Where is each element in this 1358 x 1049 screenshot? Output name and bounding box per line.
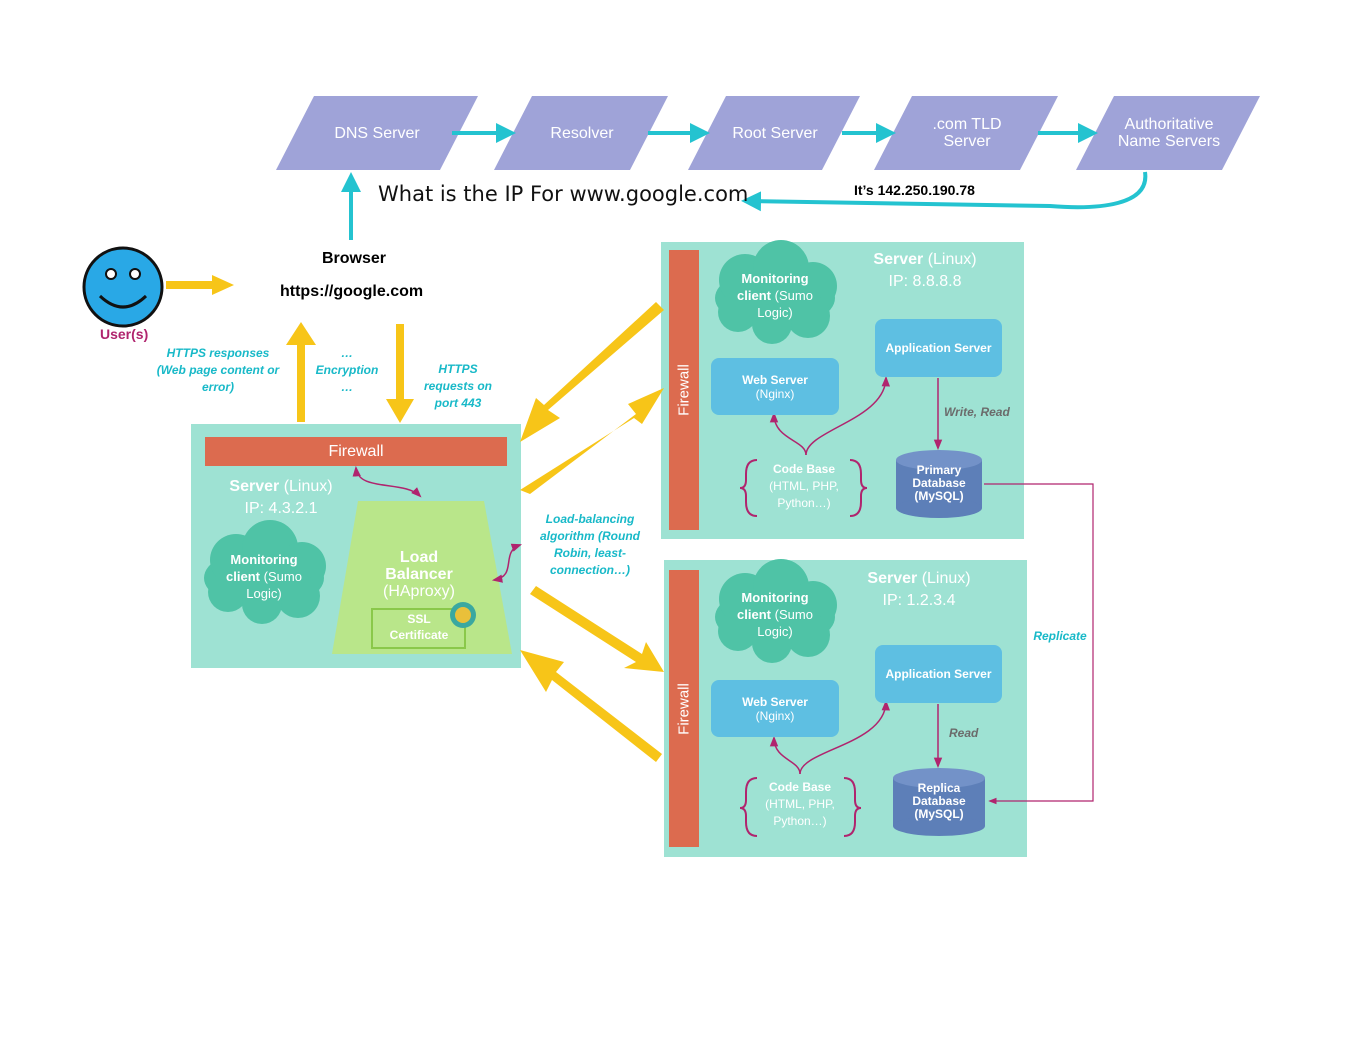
encryption-ellipsis-top: … — [341, 346, 353, 360]
lb-label-line1: Load — [399, 549, 439, 566]
replicate-note: Replicate — [1033, 629, 1087, 643]
server-bottom-app-server: Application Server — [875, 645, 1002, 703]
encryption-note: … Encryption … — [310, 345, 384, 396]
server-top-name: Server — [873, 251, 924, 268]
traffic-arrows — [166, 275, 664, 762]
server-bottom-os: (Linux) — [921, 570, 971, 587]
https-requests-note: HTTPS requests on port 443 — [423, 362, 492, 410]
dns-server-node — [276, 96, 478, 170]
browser-title: Browser — [322, 250, 387, 267]
tld-server-label: .com TLD Server — [932, 116, 1002, 150]
server-bottom-name: Server — [867, 570, 918, 587]
server-top-os: (Linux) — [927, 251, 977, 268]
encryption-label: Encryption — [315, 363, 379, 377]
lb-server-name: Server — [229, 478, 280, 495]
encryption-ellipsis-bottom: … — [341, 380, 353, 394]
server-bottom-code-braces — [739, 777, 862, 837]
load-balancer-label: Load Balancer (HAproxy) — [360, 549, 478, 600]
lb-algorithm-note: Load-balancing algorithm (Round Robin, l… — [540, 512, 640, 577]
replica-database-shape — [893, 768, 985, 836]
lb-label-line2: Balancer — [385, 566, 453, 583]
dns-query-text: What is the IP For www.google.com — [378, 182, 749, 206]
server-top-web-server: Web Server(Nginx) — [711, 358, 839, 415]
server-bottom-web-line2: (Nginx) — [755, 708, 795, 723]
dns-chain-arrows — [341, 123, 1148, 240]
lb-monitoring-bold: Monitoring client — [226, 552, 298, 584]
ssl-badge-icon — [450, 602, 476, 628]
browser-url: https://google.com — [280, 283, 424, 300]
resolver-label: Resolver — [550, 124, 614, 142]
server-bottom-code-title: Code Base — [768, 780, 832, 794]
server-bottom-firewall: Firewall — [669, 570, 699, 847]
authoritative-label: Authoritative Name Servers — [1117, 116, 1221, 150]
server-top-firewall: Firewall — [669, 250, 699, 530]
server-top-app-server: Application Server — [875, 319, 1002, 377]
server-top-monitoring-text: Monitoring client (Sumo Logic) — [725, 270, 825, 321]
server-top-title: Server (Linux) IP: 8.8.8.8 — [852, 249, 998, 293]
server-top-cloud — [715, 240, 837, 344]
server-bottom-monitoring-text: Monitoring client (Sumo Logic) — [725, 589, 825, 640]
dns-answer-text: It’s 142.250.190.78 — [854, 182, 975, 198]
server-bottom-db-ops: Read — [949, 726, 979, 740]
server-top-db-ops: Write, Read — [944, 405, 1010, 419]
primary-database-shape — [896, 450, 982, 518]
resolver-node — [494, 96, 668, 170]
server-bottom-code-base: Code Base (HTML, PHP, Python…) — [758, 779, 842, 830]
server-bottom-ip: IP: 1.2.3.4 — [882, 592, 956, 609]
tld-server-node — [874, 96, 1058, 170]
root-server-label: Root Server — [732, 124, 818, 142]
server-bottom-monitoring-rest: (Sumo Logic) — [757, 607, 813, 639]
server-top-code-langs: (HTML, PHP, Python…) — [769, 479, 839, 510]
lb-label-line3: (HAproxy) — [382, 583, 455, 600]
lb-cloud — [204, 520, 326, 624]
lb-firewall: Firewall — [205, 437, 507, 466]
server-bottom-web-server: Web Server(Nginx) — [711, 680, 839, 737]
server-top-web-line2: (Nginx) — [755, 386, 795, 401]
https-responses-note: HTTPS responses (Web page content or err… — [156, 346, 280, 394]
ssl-certificate-label: SSL Certificate — [389, 612, 449, 642]
server-top-monitoring-bold: Monitoring client — [737, 271, 809, 303]
server-top-code-base: Code Base (HTML, PHP, Python…) — [762, 461, 846, 512]
server-bottom-monitoring-bold: Monitoring client — [737, 590, 809, 622]
user-icon — [82, 246, 164, 328]
firewall-to-lb-link — [352, 465, 422, 498]
server-bottom-code-langs: (HTML, PHP, Python…) — [765, 797, 835, 828]
lb-monitoring-text: Monitoring client (Sumo Logic) — [214, 551, 314, 602]
server-top-web-line1: Web Server — [742, 372, 808, 387]
lb-to-algorithm-link — [491, 543, 522, 583]
server-top-monitoring-rest: (Sumo Logic) — [757, 288, 813, 320]
server-bottom-web-line1: Web Server — [742, 694, 808, 709]
server-bottom-links — [769, 699, 943, 775]
lb-monitoring-rest: (Sumo Logic) — [246, 569, 302, 601]
server-top-code-braces — [739, 459, 868, 517]
replication-line — [984, 483, 1094, 805]
server-bottom-title: Server (Linux) IP: 1.2.3.4 — [846, 568, 992, 612]
lb-server-os: (Linux) — [283, 478, 333, 495]
root-server-node — [688, 96, 860, 170]
ssl-certificate-box — [371, 608, 466, 649]
server-top-ip: IP: 8.8.8.8 — [888, 273, 962, 290]
dns-server-label: DNS Server — [334, 124, 420, 142]
lb-server-ip: IP: 4.3.2.1 — [244, 500, 318, 517]
server-top-links — [769, 375, 943, 456]
user-label: User(s) — [100, 326, 149, 342]
server-top-code-title: Code Base — [772, 462, 836, 476]
server-bottom-cloud — [715, 559, 837, 663]
lb-server-title: Server (Linux) IP: 4.3.2.1 — [208, 476, 354, 520]
authoritative-node — [1076, 96, 1260, 170]
